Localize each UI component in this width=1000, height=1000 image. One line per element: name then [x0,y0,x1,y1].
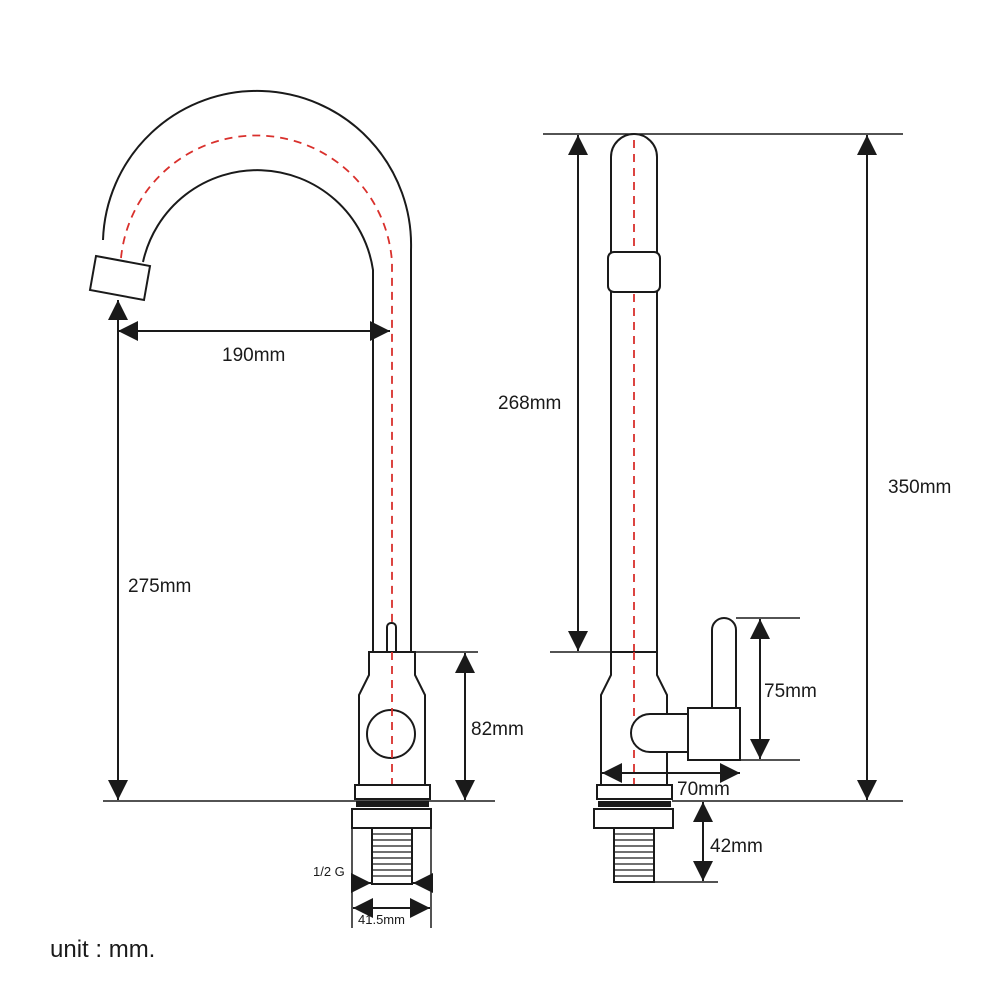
side-handle-stub [630,713,691,753]
label-body-height: 82mm [471,719,524,740]
unit-note: unit : mm. [50,936,155,963]
label-tube-height: 268mm [498,393,561,414]
label-total-height: 350mm [888,477,951,498]
label-thread: 1/2 G [313,864,345,879]
side-view: 268mm 350mm 75mm 70mm 42mm [498,133,951,883]
spout-inner [142,169,374,652]
label-handle-depth: 70mm [677,779,730,800]
side-threaded-shank [613,827,655,883]
side-base-washer [598,801,671,807]
aerator-nozzle [88,254,152,302]
label-shank-length: 42mm [710,836,763,857]
side-base-nut [596,784,673,800]
side-aerator-band [607,251,661,293]
base-washer [356,801,429,807]
spout-outer [102,89,413,652]
side-lower-nut [593,808,674,829]
label-handle-height: 75mm [764,681,817,702]
shank-threads [372,833,412,877]
side-handle-lever [711,617,737,709]
body-knob [366,709,416,759]
label-spout-reach: 190mm [222,345,285,366]
threaded-shank [371,827,413,885]
spout-centerline [120,134,393,800]
label-spout-height: 275mm [128,576,191,597]
front-view: 190mm 275mm 82mm 1/2 G 41.5mm [88,89,524,928]
base-nut [354,784,431,800]
lower-nut [351,808,432,829]
label-base-width: 41.5mm [358,912,405,927]
side-handle-block [687,707,741,761]
side-shank-threads [614,833,654,877]
